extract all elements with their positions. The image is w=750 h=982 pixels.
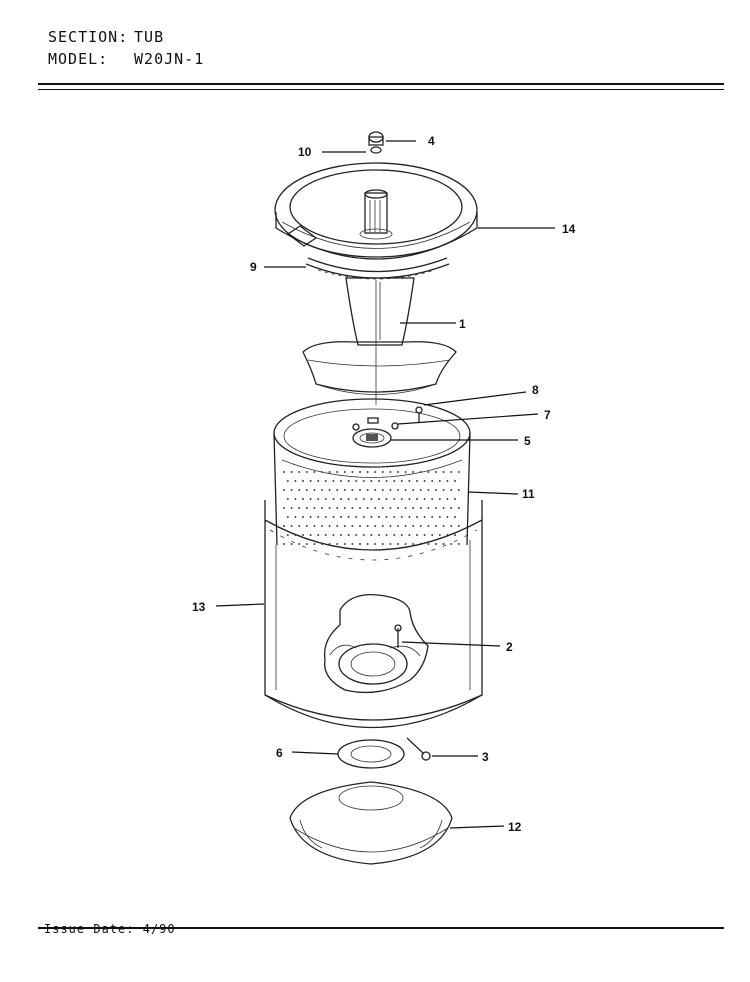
- part-basket: [273, 398, 471, 546]
- header-rule-thick: [38, 83, 724, 85]
- model-header: MODEL: W20JN-1: [48, 50, 204, 68]
- section-header: SECTION: TUB: [48, 28, 164, 46]
- callout-3: 3: [482, 750, 489, 764]
- part-outer-tub: [264, 500, 483, 729]
- callout-9: 9: [250, 260, 257, 274]
- callout-5: 5: [524, 434, 531, 448]
- part-cap: [368, 131, 384, 154]
- callout-1: 1: [459, 317, 466, 331]
- section-value: TUB: [134, 28, 165, 46]
- callout-4: 4: [428, 134, 435, 148]
- footer: Issue Date: 4/90: [44, 922, 176, 936]
- callout-6: 6: [276, 746, 283, 760]
- callout-14: 14: [562, 222, 576, 236]
- callout-11: 11: [522, 487, 535, 501]
- header-rule-thin: [38, 89, 724, 90]
- callout-12: 12: [508, 820, 522, 834]
- callout-labels: 4 10 14 9 1 8 7 5 11 13 2 6 3 12: [192, 134, 576, 834]
- part-gasket: [337, 739, 405, 769]
- issue-date-value: 4/90: [142, 922, 176, 936]
- part-tub-ring: [274, 162, 478, 260]
- callout-8: 8: [532, 383, 539, 397]
- basket-perforations: [283, 471, 460, 545]
- callout-7: 7: [544, 408, 551, 422]
- callout-10: 10: [298, 145, 312, 159]
- model-label: MODEL:: [48, 50, 109, 68]
- footer-rule: [38, 927, 724, 929]
- leader-lines: [215, 140, 555, 829]
- part-agitator: [302, 277, 457, 405]
- callout-13: 13: [192, 600, 206, 614]
- model-value: W20JN-1: [134, 50, 205, 68]
- part-base-plate: [289, 781, 453, 865]
- section-label: SECTION:: [48, 28, 129, 46]
- callout-2: 2: [506, 640, 513, 654]
- part-seal-ring: [305, 257, 450, 280]
- part-screw: [406, 737, 431, 761]
- issue-date-label: Issue Date:: [44, 922, 135, 936]
